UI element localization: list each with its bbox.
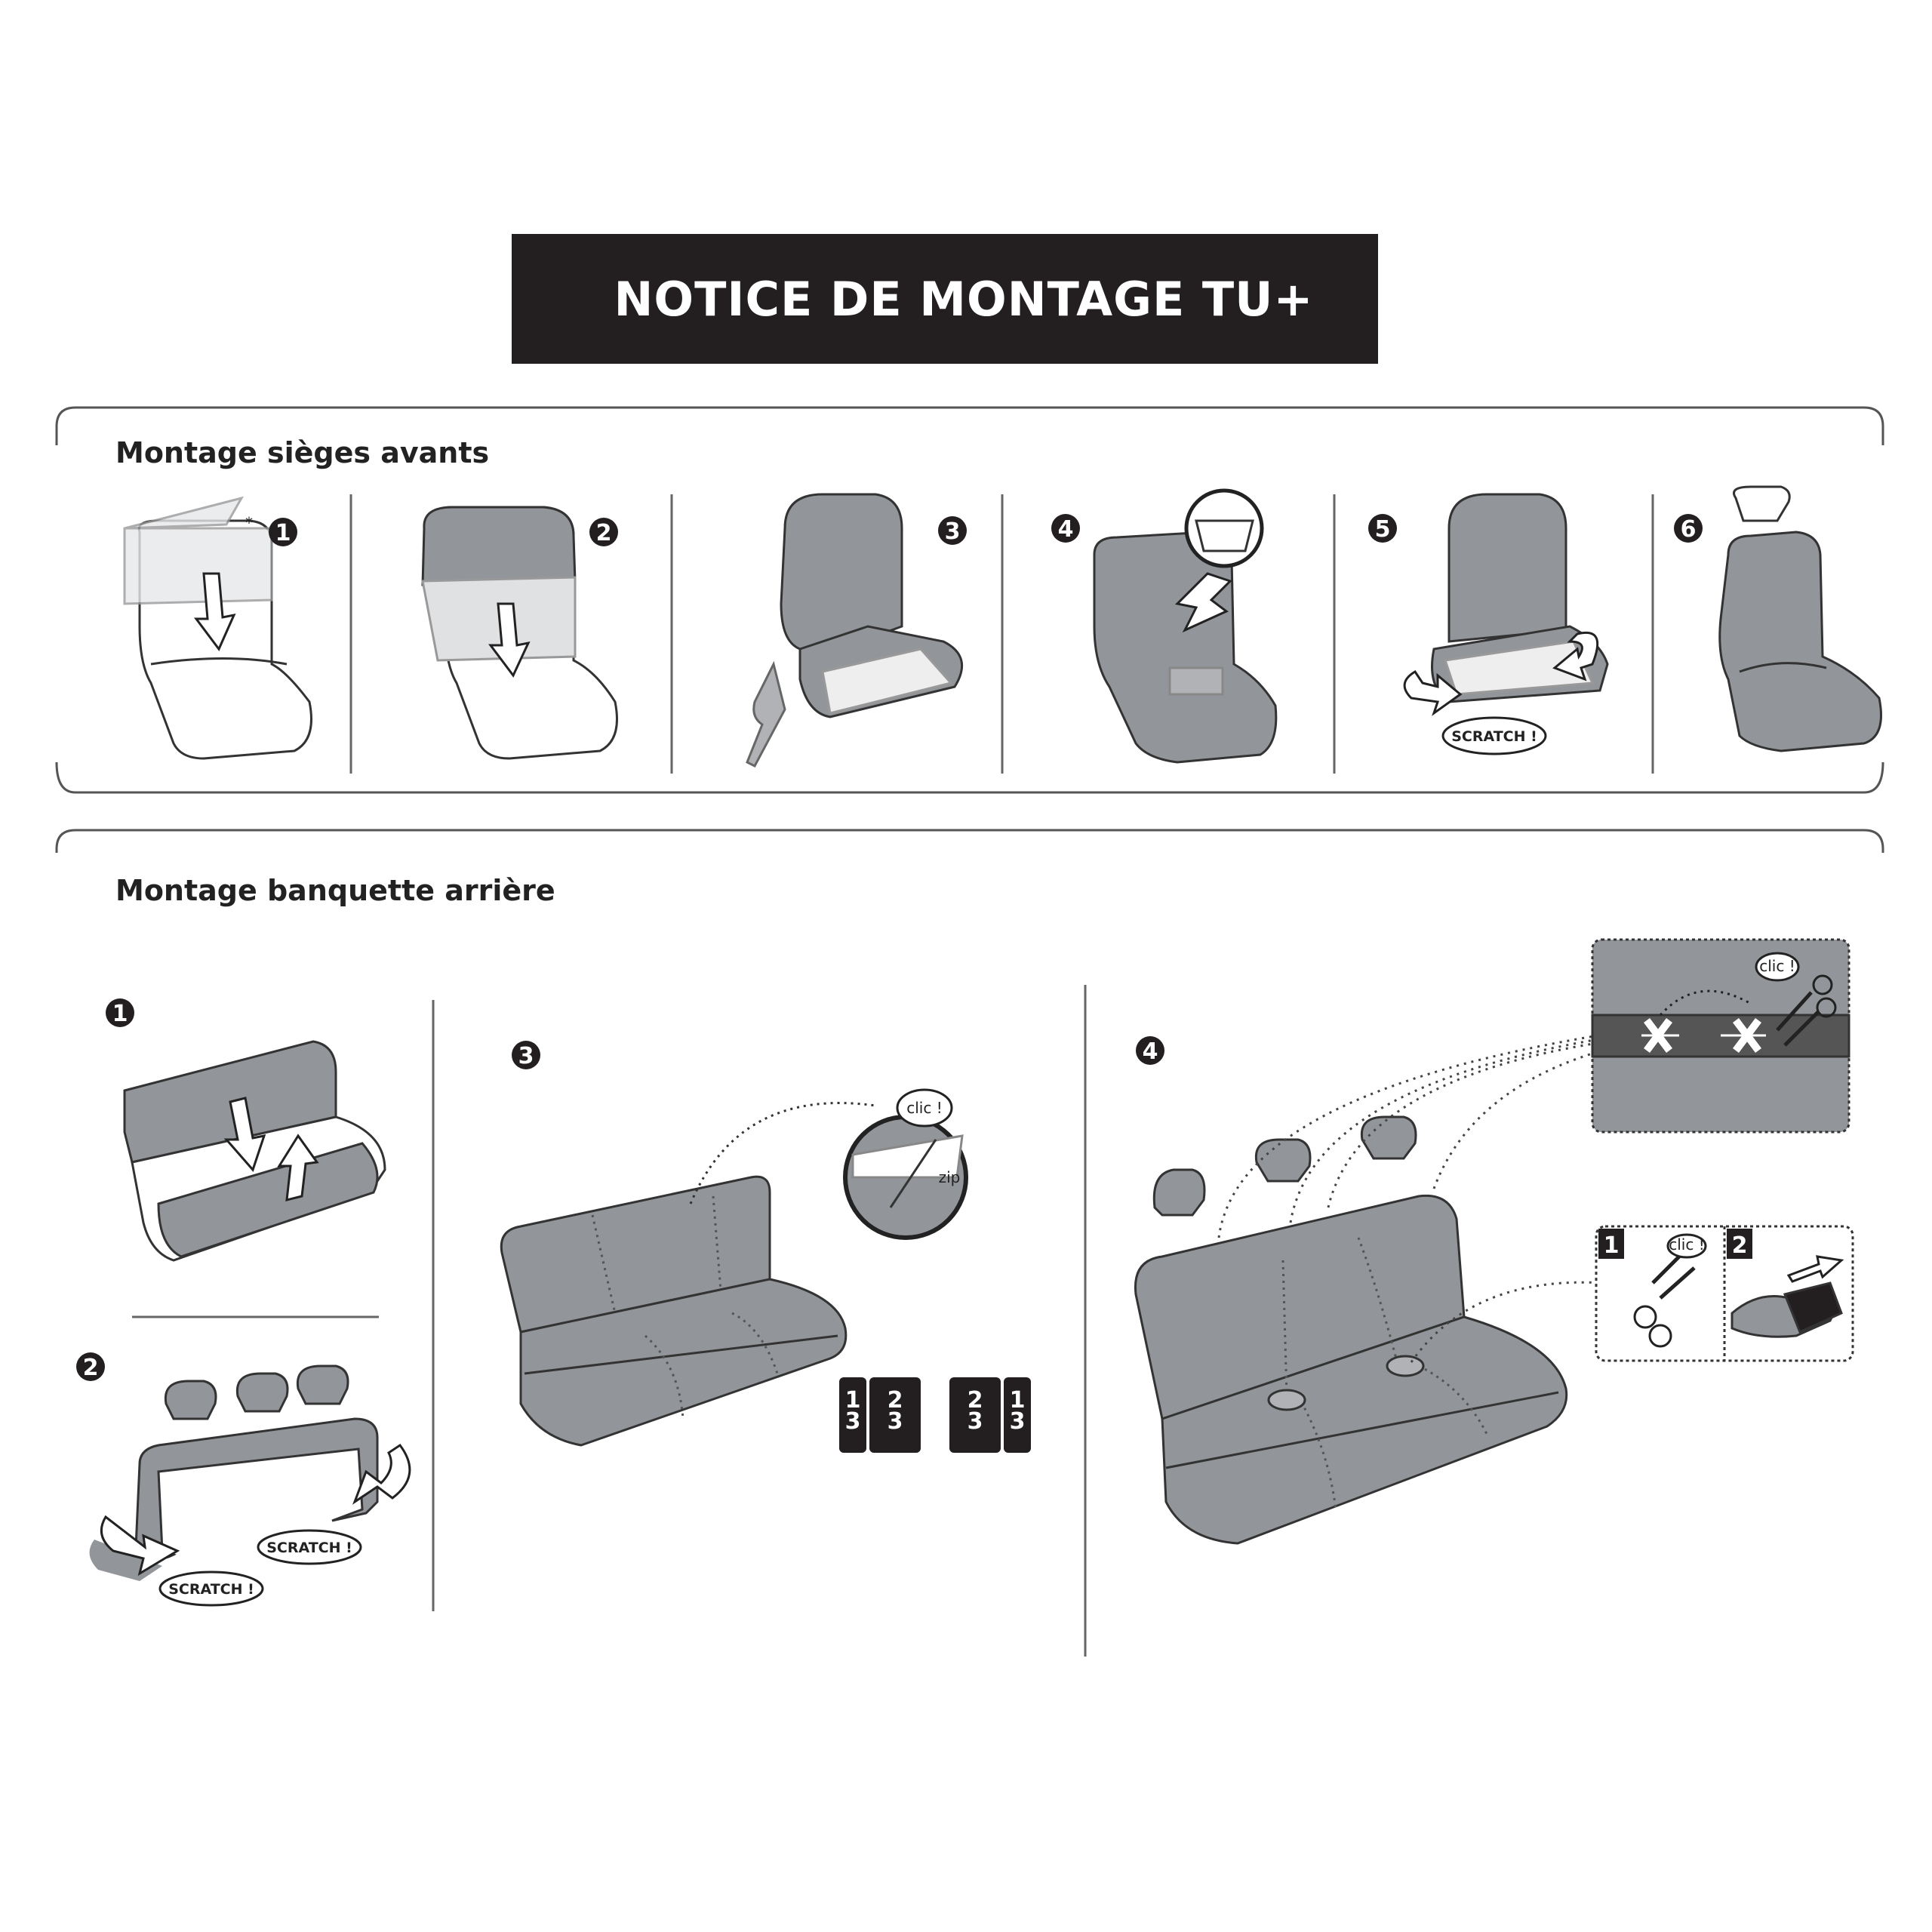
svg-text:3: 3: [968, 1408, 983, 1435]
svg-text:3: 3: [845, 1408, 861, 1435]
title-banner: NOTICE DE MONTAGE TU+: [512, 234, 1378, 364]
front-step-6-illustration: [1718, 485, 1882, 752]
rear-sub-step-1: 1: [1604, 1232, 1620, 1259]
front-dividers: [349, 494, 1654, 774]
front-step-4-illustration: [1093, 488, 1278, 764]
svg-text:2: 2: [888, 1387, 903, 1414]
split-icon-two-thirds-one-third: 2 3 1 3: [949, 1377, 1031, 1453]
rear-cut-detail-panel: [1591, 938, 1850, 1134]
svg-text:4: 4: [1143, 1038, 1158, 1065]
front-step-3-illustration: [746, 493, 964, 768]
svg-text:3: 3: [945, 518, 961, 545]
front-step-2-badge: 2: [589, 518, 618, 546]
front-scratch-label: SCRATCH !: [1451, 728, 1537, 745]
rear-dividers: [132, 985, 1087, 1657]
rear-step-2-badge: 2: [76, 1352, 105, 1381]
svg-text:6: 6: [1681, 516, 1697, 543]
rear-step-4-bench: [1134, 1032, 1608, 1545]
front-step-1-badge: 1: [269, 518, 297, 546]
svg-text:1: 1: [1010, 1387, 1026, 1414]
front-step-4-badge: 4: [1051, 514, 1080, 543]
rear-clic-panel-label: clic !: [1759, 957, 1795, 975]
svg-text:1: 1: [845, 1387, 861, 1414]
page-title: NOTICE DE MONTAGE TU+: [614, 271, 1314, 327]
svg-text:3: 3: [888, 1408, 903, 1435]
svg-text:2: 2: [83, 1355, 99, 1381]
split-icon-one-third-two-thirds: 1 3 2 3: [839, 1377, 921, 1453]
front-section-heading: Montage sièges avants: [115, 436, 490, 469]
front-step-5-illustration: [1403, 493, 1609, 755]
rear-sub-step-2: 2: [1732, 1232, 1748, 1259]
front-step-5-badge: 5: [1368, 514, 1397, 543]
front-step-2-illustration: [421, 506, 618, 760]
rear-clic-sub-label: clic !: [1669, 1235, 1704, 1254]
svg-text:1: 1: [112, 1001, 128, 1027]
rear-zip-label: zip: [939, 1168, 961, 1186]
svg-text:1: 1: [275, 520, 291, 546]
svg-text:5: 5: [1375, 516, 1391, 543]
rear-scratch-label-a: SCRATCH !: [266, 1540, 352, 1556]
rear-sub-steps-panel: [1595, 1225, 1854, 1362]
rear-scratch-label-b: SCRATCH !: [168, 1581, 254, 1598]
rear-clic-label: clic !: [906, 1099, 942, 1117]
rear-step-4-badge: 4: [1136, 1036, 1164, 1065]
svg-text:4: 4: [1058, 516, 1074, 543]
svg-text:3: 3: [518, 1043, 534, 1069]
front-section-frame: [55, 406, 1884, 794]
rear-step-1-illustration: [123, 1040, 386, 1262]
rear-step-3-bench: [500, 1088, 968, 1447]
rear-step-1-badge: 1: [106, 998, 134, 1027]
rear-section-frame: [55, 829, 1884, 853]
front-step-3-badge: 3: [938, 516, 967, 545]
svg-text:2: 2: [968, 1387, 983, 1414]
front-step-6-badge: 6: [1674, 514, 1703, 543]
rear-step-3-badge: 3: [512, 1041, 540, 1069]
svg-text:2: 2: [596, 520, 612, 546]
rear-section-heading: Montage banquette arrière: [115, 874, 555, 907]
rear-step-2-illustration: [89, 1364, 411, 1607]
front-asterisk: *: [245, 514, 253, 532]
svg-text:3: 3: [1010, 1408, 1026, 1435]
